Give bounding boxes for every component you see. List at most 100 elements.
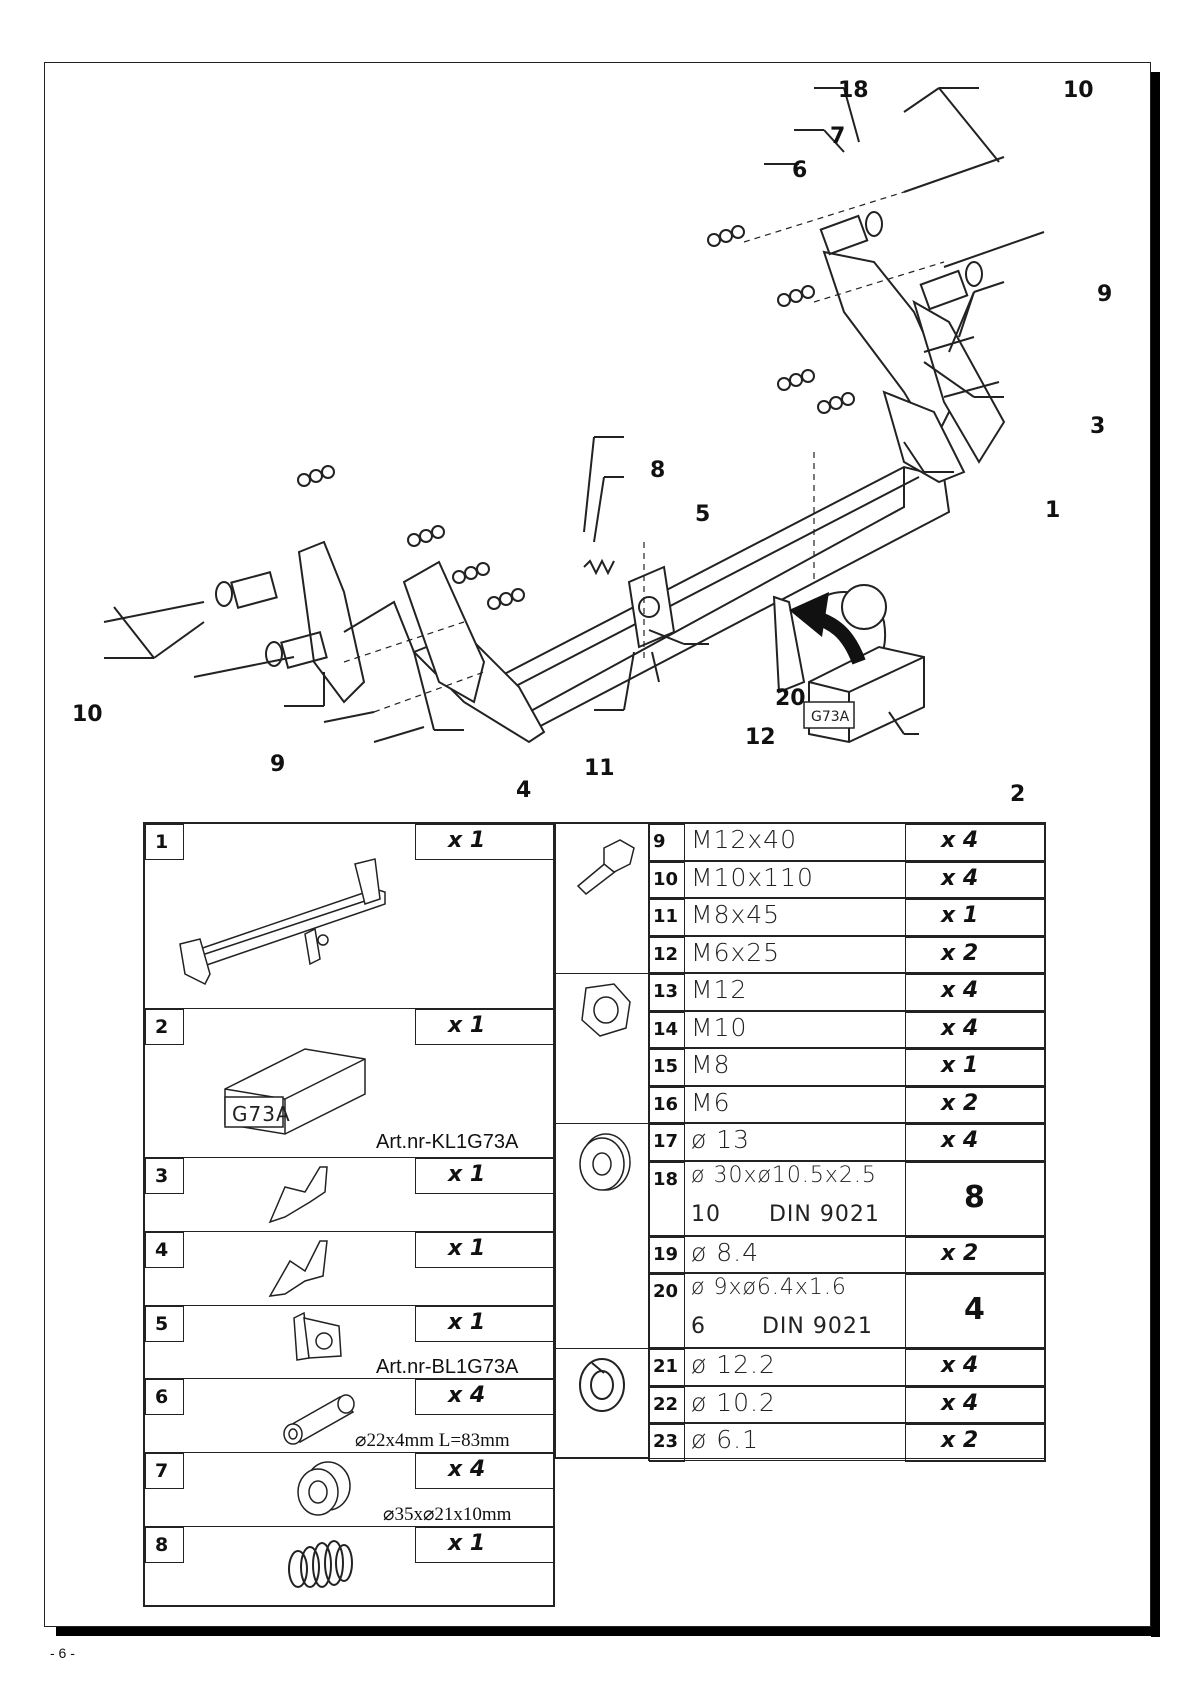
spec-no: 15	[653, 1056, 679, 1077]
spec-no: 21	[653, 1356, 679, 1377]
bolt-group	[555, 823, 649, 974]
callout-10-top: 10	[1063, 78, 1094, 103]
spec-no: 18	[653, 1168, 679, 1190]
part-row-5: 5 x 1 Art.nr-BL1G73A	[144, 1305, 555, 1379]
socket-plate-icon	[293, 1311, 342, 1361]
spec-text: M10	[691, 1012, 748, 1042]
callout-3: 3	[1090, 414, 1106, 439]
box-label: G73A	[232, 1102, 291, 1126]
part-qty: x 1	[448, 1236, 486, 1261]
part-no: 8	[155, 1534, 169, 1556]
callout-7: 7	[830, 124, 846, 149]
part-art-nr: Art.nr-KL1G73A	[376, 1131, 519, 1153]
spec-no-cell	[649, 1424, 685, 1462]
callout-8: 8	[650, 458, 666, 483]
part-qty: x 4	[448, 1383, 486, 1408]
part-qty: x 1	[448, 1531, 486, 1556]
spec-no: 23	[653, 1431, 679, 1452]
spec-no: 10	[653, 868, 679, 890]
part-qty: x 1	[448, 1162, 486, 1187]
nut-icon	[581, 983, 631, 1037]
spec-text: M12x40	[691, 825, 797, 854]
part-no: 1	[155, 831, 169, 853]
spacer-ring-icon	[297, 1461, 351, 1516]
spec-no: 14	[653, 1018, 679, 1040]
spec-text: M6x25	[691, 937, 781, 967]
spring-washer-icon	[579, 1358, 625, 1412]
callout-9-left: 9	[270, 752, 286, 777]
part-row-6: 6 x 4 ⌀22x4mm L=83mm	[144, 1378, 555, 1453]
part-qty: x 4	[448, 1457, 486, 1482]
exploded-diagram: G73A	[103, 87, 1045, 744]
spec-no: 12	[653, 943, 679, 965]
part-row-2: 2 x 1 G73A Art.nr-KL1G73A	[144, 1008, 555, 1158]
nut-group	[555, 973, 649, 1124]
spec-text: M6	[691, 1087, 731, 1117]
part-row-7: 7 x 4 ⌀35x⌀21x10mm	[144, 1452, 555, 1527]
spec-qty: 8	[964, 1179, 985, 1215]
washer-group	[555, 1123, 649, 1349]
spec-text: ø 9xø6.4x1.6	[691, 1275, 847, 1300]
spec-no: 20	[653, 1281, 679, 1302]
spec-qty: x 2	[941, 1240, 979, 1266]
spec-row: 18 ø 30xø10.5x2.5 10 DIN 9021 8	[648, 1160, 1046, 1237]
part-qty: x 1	[448, 1013, 486, 1038]
callout-20: 20	[775, 686, 806, 711]
bracket-left-icon	[268, 1240, 328, 1297]
part-qty: x 1	[448, 828, 486, 853]
spec-row: 20 ø 9xø6.4x1.6 6 DIN 9021 4	[648, 1273, 1046, 1349]
spec-text: M12	[691, 975, 748, 1004]
part-no: 6	[155, 1386, 169, 1408]
bracket-right-icon	[268, 1166, 328, 1224]
spec-text: ø 12.2	[691, 1350, 776, 1379]
part-row-8: 8 x 1	[144, 1526, 555, 1606]
spec-qty: 4	[964, 1292, 985, 1327]
callout-12: 12	[745, 725, 776, 750]
spec-text: M8	[691, 1050, 731, 1079]
crossbar-thumbnail-icon	[179, 858, 386, 986]
spring-washer-group	[555, 1348, 649, 1458]
spec-qty: x 4	[941, 1128, 979, 1153]
part-no: 4	[155, 1239, 169, 1261]
page-frame	[44, 62, 1151, 1627]
callout-10-left: 10	[72, 702, 103, 727]
spec-no: 22	[653, 1393, 679, 1415]
spec-no: 17	[653, 1131, 679, 1152]
spec-qty: x 1	[941, 1053, 979, 1078]
coupling-box-icon	[224, 1048, 366, 1135]
spec-no: 19	[653, 1243, 679, 1265]
spec-text-din: 6 DIN 9021	[691, 1314, 873, 1339]
spec-text-din: 10 DIN 9021	[691, 1201, 880, 1227]
page-number: - 6 -	[50, 1645, 75, 1661]
part-art-nr: Art.nr-BL1G73A	[376, 1356, 519, 1378]
callout-11: 11	[584, 756, 615, 781]
spec-qty: x 4	[941, 865, 979, 891]
spec-qty: x 4	[941, 828, 979, 853]
spring-icon	[288, 1540, 353, 1588]
spec-text: ø 30xø10.5x2.5	[691, 1162, 877, 1188]
spec-text: ø 6.1	[691, 1425, 760, 1454]
callout-5: 5	[695, 502, 711, 527]
spec-no: 11	[653, 906, 679, 927]
spec-text: ø 10.2	[691, 1387, 776, 1417]
part-qty: x 1	[448, 1310, 486, 1335]
part-row-3: 3 x 1	[144, 1157, 555, 1232]
frame-shadow-bottom	[56, 1627, 1160, 1636]
diagram-box-label: G73A	[811, 709, 850, 725]
callout-2: 2	[1010, 782, 1026, 807]
callout-4: 4	[516, 778, 532, 803]
spec-qty: x 4	[941, 1390, 979, 1416]
spacer-tube-icon	[283, 1394, 355, 1445]
spec-qty: x 1	[941, 903, 979, 928]
part-no: 2	[155, 1016, 169, 1038]
part-dimensions: ⌀35x⌀21x10mm	[383, 1504, 512, 1525]
spec-qty: x 2	[941, 1428, 979, 1453]
part-row-1: 1 x 1	[144, 823, 555, 1009]
